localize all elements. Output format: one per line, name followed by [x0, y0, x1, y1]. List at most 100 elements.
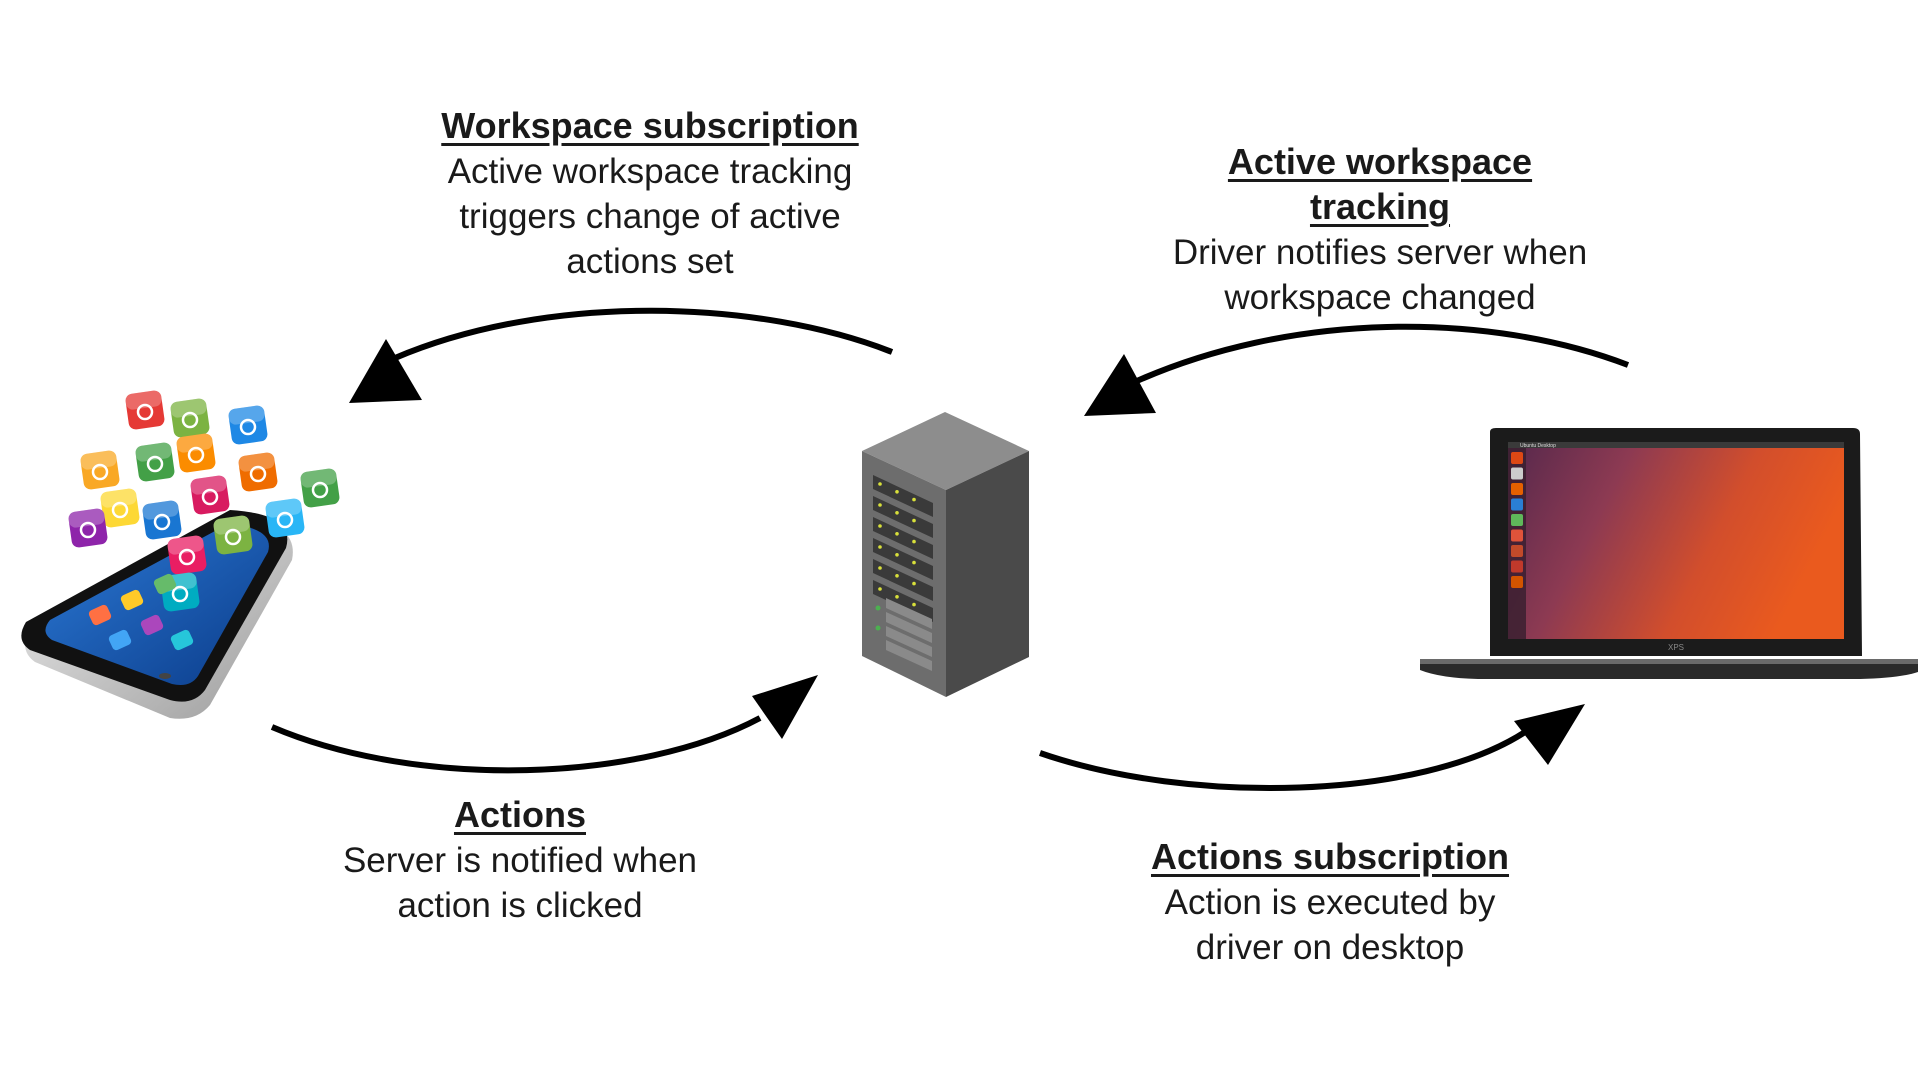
status-led [895, 553, 899, 557]
grid-icon [170, 398, 210, 438]
arrow-workspace-subscription-head [349, 339, 422, 403]
settings-icon [176, 433, 216, 473]
mail-icon [100, 488, 140, 528]
disk-tray [886, 612, 932, 643]
drive-bay [873, 517, 933, 559]
label-active-workspace-tracking-title: Active workspace tracking [1227, 141, 1533, 227]
launcher-app-icon [1511, 498, 1523, 511]
laptop-icon: Ubuntu Desktop XPS [1420, 428, 1918, 679]
status-led [912, 497, 916, 502]
status-led [895, 490, 899, 494]
arrow-active-workspace-tracking-curve [1126, 323, 1630, 388]
ubuntu-launcher [1508, 448, 1526, 639]
power-led [875, 625, 881, 631]
status-led [878, 545, 882, 549]
label-workspace-subscription-line-1: Active workspace tracking [447, 152, 853, 191]
info-icon [125, 390, 165, 430]
rss-icon [80, 450, 120, 490]
launcher-icons [1511, 452, 1523, 588]
arrow-actions-subscription [1039, 704, 1585, 792]
globe-icon [142, 500, 182, 540]
status-led [878, 566, 882, 570]
label-workspace-subscription-title: Workspace subscription [441, 105, 859, 146]
arrow-actions-curve [270, 715, 762, 774]
label-actions-title: Actions [453, 794, 586, 835]
home-screen-tile [88, 604, 112, 626]
window-title: Ubuntu Desktop [1520, 443, 1556, 449]
status-led [895, 595, 899, 599]
check-icon [135, 442, 175, 482]
launcher-app-icon [1511, 514, 1523, 526]
label-actions-subscription-title: Actions subscription [1150, 836, 1510, 877]
power-led [875, 605, 881, 611]
status-led [912, 518, 916, 523]
arrow-actions [270, 675, 818, 774]
laptop-brand-label: XPS [1668, 643, 1684, 652]
label-actions-subscription: Actions subscription Action is executed … [1120, 834, 1540, 970]
phone-app-icons [68, 390, 340, 651]
launcher-app-icon [1511, 467, 1523, 480]
drive-bay [873, 496, 933, 538]
font-icon [228, 405, 268, 445]
label-workspace-subscription-line-2: triggers change of active [459, 197, 841, 236]
arrow-actions-subscription-curve [1039, 729, 1527, 792]
arrow-workspace-subscription-curve [393, 307, 894, 361]
home-screen-tile [170, 629, 194, 651]
label-actions-subscription-line-1: Action is executed by [1164, 883, 1496, 922]
arrow-actions-head [752, 675, 818, 739]
status-led [878, 482, 882, 486]
unlock-icon [238, 452, 278, 492]
drive-bay [873, 538, 933, 580]
home-screen-tile [120, 589, 144, 611]
share-icon [300, 468, 340, 508]
disk-tray [886, 626, 932, 657]
status-led [878, 503, 882, 507]
launcher-app-icon [1511, 452, 1523, 464]
launcher-app-icon [1511, 560, 1523, 573]
search-icon [190, 475, 230, 515]
percent-icon [265, 498, 305, 538]
status-led [895, 511, 899, 515]
launcher-app-icon [1511, 483, 1523, 495]
drive-bay [873, 475, 933, 517]
status-led [912, 539, 916, 544]
label-active-workspace-tracking-line-1: Driver notifies server when [1172, 233, 1588, 272]
home-screen-tile [140, 614, 164, 636]
status-led [878, 587, 882, 591]
home-screen-tile [153, 573, 177, 595]
music-icon [167, 535, 207, 575]
drive-bay [873, 580, 933, 622]
arrow-active-workspace-tracking [1084, 323, 1630, 416]
status-led [912, 602, 916, 607]
label-active-workspace-tracking: Active workspace tracking Driver notifie… [1160, 139, 1600, 320]
status-led [878, 524, 882, 528]
status-led [895, 574, 899, 578]
lock-icon [68, 508, 108, 548]
status-led [912, 560, 916, 565]
status-led [895, 532, 899, 536]
ubuntu-desktop-screen [1508, 442, 1844, 639]
label-workspace-subscription-line-3: actions set [566, 242, 734, 281]
label-actions-line-1: Server is notified when [342, 841, 698, 880]
launcher-app-icon [1511, 529, 1523, 542]
launcher-app-icon [1511, 545, 1523, 557]
status-led [912, 581, 916, 586]
server-rack-icon [862, 412, 1029, 697]
label-actions: Actions Server is notified when action i… [320, 792, 720, 928]
home-screen-tile [108, 629, 132, 651]
arrow-active-workspace-tracking-head [1084, 354, 1156, 416]
arrow-actions-subscription-head [1514, 704, 1585, 765]
cart-icon [213, 515, 253, 555]
arrow-workspace-subscription [349, 307, 894, 403]
label-active-workspace-tracking-line-2: workspace changed [1224, 278, 1536, 317]
launcher-app-icon [1511, 576, 1523, 588]
disk-tray [886, 640, 932, 671]
label-workspace-subscription: Workspace subscription Active workspace … [430, 103, 870, 284]
disk-tray [886, 598, 932, 629]
smartphone-icon [21, 390, 340, 719]
server-drive-bays [873, 475, 933, 671]
drive-bay [873, 559, 933, 601]
label-actions-line-2: action is clicked [397, 886, 643, 925]
label-actions-subscription-line-2: driver on desktop [1195, 928, 1465, 967]
